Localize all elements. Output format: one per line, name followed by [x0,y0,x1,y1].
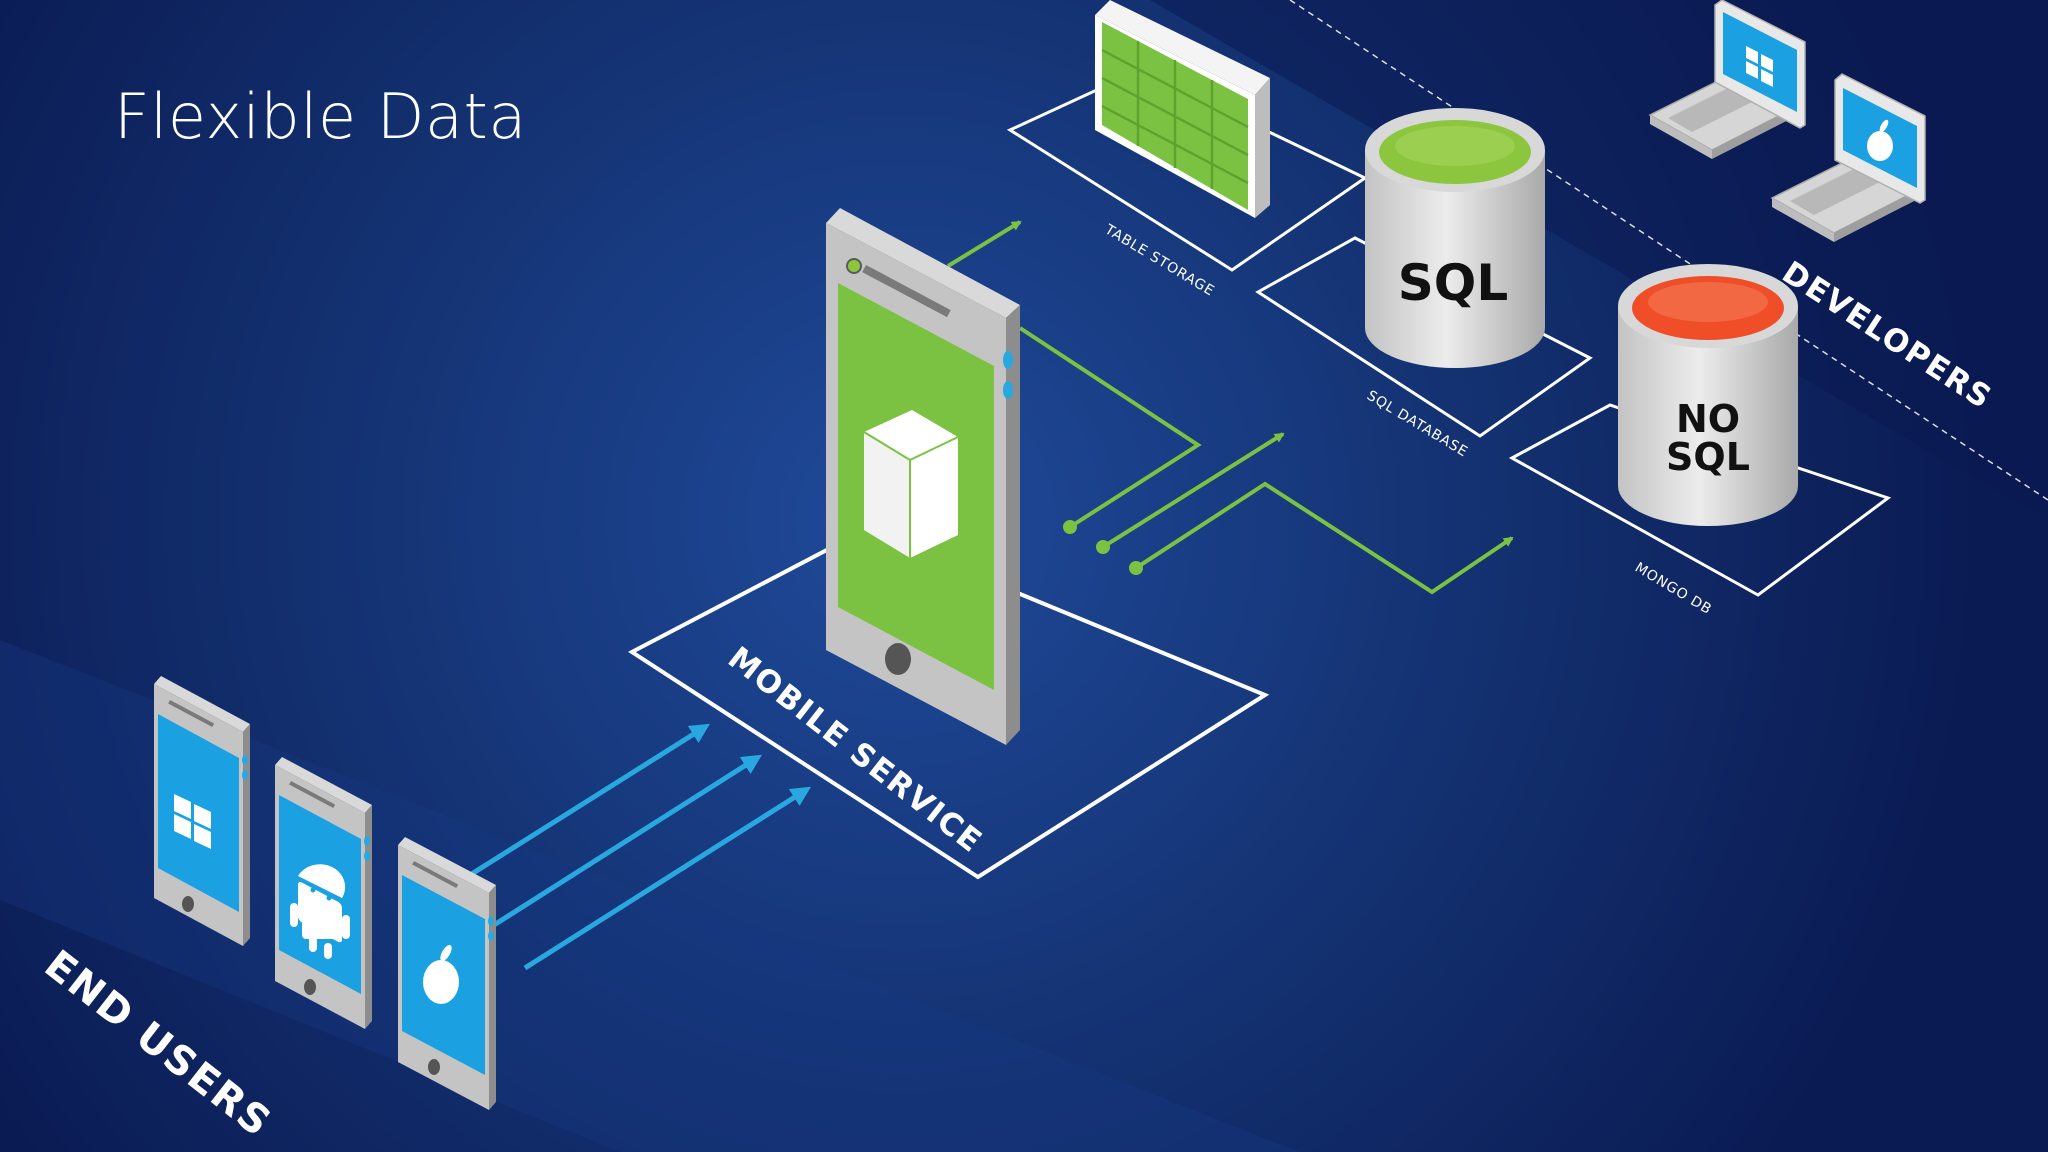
android-icon [290,864,350,959]
arrow-windows-to-service [468,723,711,878]
sql-database-group: SQL SQL DATABASE [1255,108,1593,461]
sql-database-platform [1255,236,1593,438]
nosql-database-text-line1: NO [1676,397,1740,441]
client-arrows [468,723,812,971]
mongo-db-platform [1508,403,1892,597]
arrow-android-to-service [492,754,763,928]
arrow-to-sql-database [1018,326,1202,529]
background-dark-band [1150,0,2048,520]
background-light-band [0,640,1300,1152]
table-storage-icon [1095,0,1270,218]
arrow-to-mongo-db [1134,481,1514,595]
end-user-phone-windows [154,676,250,946]
data-arrows [946,220,1514,595]
sql-database-icon [1365,108,1545,368]
sql-database-text: SQL [1398,254,1508,312]
apple-icon [1867,119,1893,161]
arrow-to-table-storage [946,220,1022,268]
windows-icon [1746,46,1773,87]
windows-icon [174,794,211,849]
slide-title: Flexible Data [114,80,527,153]
mobile-service-phone [826,208,1020,745]
developers-boundary-line [1289,0,2048,501]
nosql-database-icon [1618,264,1798,526]
arrow-apple-to-service [523,786,812,971]
nosql-database-text-line2: SQL [1666,435,1750,479]
developer-laptop-windows [1648,0,1806,159]
arrow-to-sql-database-b [1101,432,1285,549]
developer-laptop-apple [1770,73,1926,242]
cube-icon [863,410,959,558]
mobile-service-platform [628,527,1270,880]
apple-icon [423,944,459,1004]
end-user-phone-android [275,757,372,1029]
end-user-phone-apple [398,837,496,1110]
